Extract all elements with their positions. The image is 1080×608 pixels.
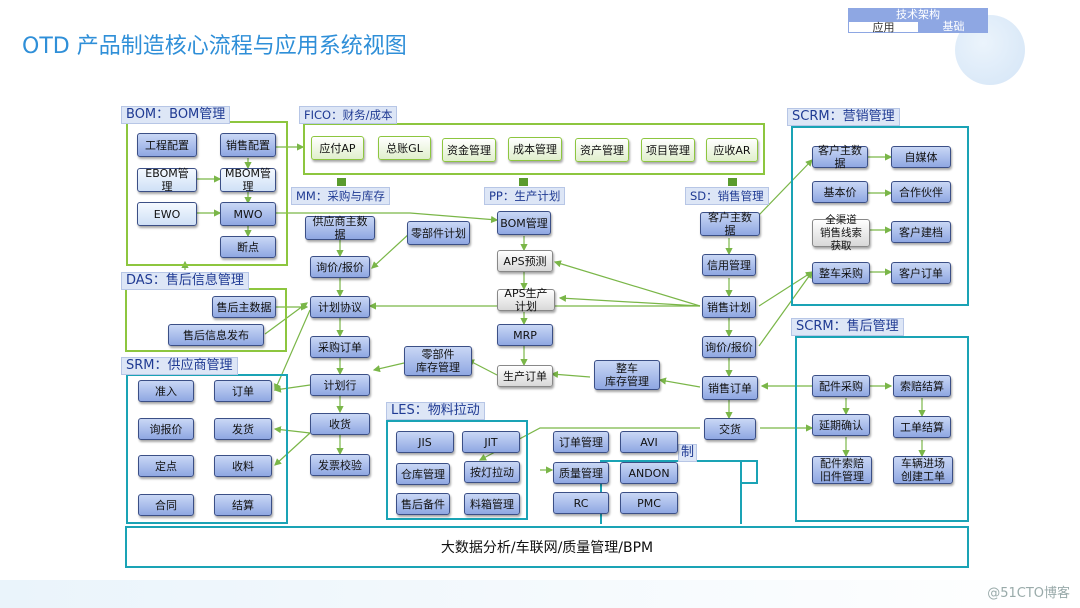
page-title: OTD 产品制造核心流程与应用系统视图 bbox=[22, 34, 407, 59]
node-purchase-order: 采购订单 bbox=[310, 336, 370, 358]
node-rc: RC bbox=[553, 492, 609, 514]
fico-module-panel bbox=[303, 123, 765, 175]
mm-module-title: MM：采购与库存 bbox=[291, 187, 390, 205]
node-workorder-settlement: 工单结算 bbox=[893, 416, 951, 438]
bottom-band bbox=[0, 580, 1080, 608]
node-srm-inquiry: 询报价 bbox=[138, 418, 194, 440]
node-supplier-master: 供应商主数据 bbox=[305, 215, 375, 241]
sd-module-title: SD：销售管理 bbox=[685, 187, 769, 205]
node-bin-management: 料箱管理 bbox=[464, 493, 520, 515]
node-cost: 成本管理 bbox=[508, 137, 562, 161]
node-receiving: 收料 bbox=[214, 455, 272, 477]
node-goods-receipt: 收货 bbox=[310, 413, 370, 435]
node-ar: 应收AR bbox=[706, 138, 758, 162]
scrm-sales-title: SCRM：营销管理 bbox=[787, 108, 900, 126]
node-customer-profile: 客户建档 bbox=[891, 221, 951, 243]
node-customer-order: 客户订单 bbox=[891, 262, 951, 284]
node-ebom: EBOM管理 bbox=[137, 167, 197, 193]
node-mrp: MRP bbox=[497, 324, 553, 346]
node-mm-inquiry: 询价/报价 bbox=[310, 256, 370, 278]
node-aps-forecast: APS预测 bbox=[497, 250, 553, 272]
scrm-service-panel bbox=[795, 336, 969, 522]
node-vehicle-checkin: 车辆进场 创建工单 bbox=[893, 456, 953, 484]
node-sd-inquiry: 询价/报价 bbox=[702, 336, 756, 358]
fico-module-title: FICO：财务/成本 bbox=[299, 106, 398, 124]
node-part-inventory: 零部件 库存管理 bbox=[404, 346, 472, 376]
node-avi: AVI bbox=[620, 431, 678, 453]
node-credit: 信用管理 bbox=[702, 254, 756, 276]
node-admission: 准入 bbox=[138, 380, 194, 402]
node-project: 项目管理 bbox=[641, 138, 695, 162]
mes-module-title: 制 bbox=[678, 444, 698, 462]
node-parts-purchase: 配件采购 bbox=[812, 375, 870, 397]
node-parts-claim: 配件索赔 旧件管理 bbox=[812, 456, 872, 484]
node-pp-bom: BOM管理 bbox=[497, 211, 551, 235]
scrm-service-title: SCRM：售后管理 bbox=[791, 318, 904, 336]
node-extension-confirm: 延期确认 bbox=[812, 414, 870, 436]
mes-module-edge bbox=[740, 460, 758, 484]
node-aftersales-master: 售后主数据 bbox=[212, 296, 276, 318]
les-module-panel bbox=[386, 420, 528, 520]
node-self-media: 自媒体 bbox=[891, 146, 951, 168]
node-schedule-agreement: 计划协议 bbox=[310, 296, 370, 318]
node-order-management: 订单管理 bbox=[553, 431, 609, 453]
architecture-legend: 技术架构 应用 基础 bbox=[848, 8, 988, 34]
node-engineering-config: 工程配置 bbox=[137, 133, 197, 157]
node-production-order: 生产订单 bbox=[497, 365, 553, 387]
legend-application: 应用 bbox=[848, 21, 919, 34]
node-sales-order: 销售订单 bbox=[702, 376, 758, 400]
node-shipping: 发货 bbox=[214, 418, 272, 440]
les-module-title: LES：物料拉动 bbox=[386, 402, 485, 420]
node-treasury: 资金管理 bbox=[442, 138, 496, 162]
node-jit: JIT bbox=[462, 431, 520, 453]
node-spare-parts: 售后备件 bbox=[396, 493, 450, 515]
node-jis: JIS bbox=[396, 431, 454, 453]
bom-module-title: BOM：BOM管理 bbox=[121, 106, 231, 124]
node-base-price: 基本价 bbox=[812, 181, 868, 203]
srm-module-title: SRM：供应商管理 bbox=[121, 357, 238, 375]
node-schedule-line: 计划行 bbox=[310, 374, 370, 396]
node-sourcing: 定点 bbox=[138, 455, 194, 477]
node-omnichannel-leads: 全渠道 销售线索获取 bbox=[812, 214, 870, 252]
node-breakpoint: 断点 bbox=[220, 236, 276, 258]
node-invoice-verify: 发票校验 bbox=[310, 454, 370, 476]
node-vehicle-inventory: 整车 库存管理 bbox=[594, 360, 660, 390]
node-pmc: PMC bbox=[620, 492, 678, 514]
platform-bar: 大数据分析/车联网/质量管理/BPM bbox=[125, 526, 969, 568]
node-srm-order: 订单 bbox=[214, 380, 272, 402]
scrm-sales-panel bbox=[791, 126, 969, 306]
node-sales-config: 销售配置 bbox=[220, 133, 276, 157]
node-sales-plan: 销售计划 bbox=[702, 296, 756, 318]
node-srm-settlement: 结算 bbox=[214, 494, 272, 516]
node-mbom: MBOM管理 bbox=[220, 167, 276, 193]
node-warehouse: 仓库管理 bbox=[396, 463, 450, 485]
pp-module-title: PP：生产计划 bbox=[484, 187, 566, 205]
node-part-plan: 零部件计划 bbox=[407, 221, 470, 245]
legend-header: 技术架构 bbox=[848, 8, 988, 21]
node-aps-plan: APS生产计划 bbox=[497, 287, 555, 313]
node-gl: 总账GL bbox=[378, 136, 431, 160]
node-aftersales-publish: 售后信息发布 bbox=[168, 324, 264, 346]
legend-infrastructure: 基础 bbox=[919, 21, 988, 33]
node-ewo: EWO bbox=[137, 202, 197, 226]
node-andon: ANDON bbox=[620, 462, 678, 484]
node-vehicle-purchase: 整车采购 bbox=[812, 262, 870, 284]
node-ap: 应付AP bbox=[311, 136, 364, 160]
node-asset: 资产管理 bbox=[575, 138, 629, 162]
node-sc-customer-master: 客户主数据 bbox=[812, 144, 868, 170]
srm-module-panel bbox=[126, 374, 288, 524]
node-sd-customer-master: 客户主数据 bbox=[700, 211, 760, 237]
node-mwo: MWO bbox=[220, 202, 276, 226]
node-partner: 合作伙伴 bbox=[891, 181, 951, 203]
node-quality: 质量管理 bbox=[553, 462, 609, 484]
watermark: @51CTO博客 bbox=[987, 586, 1070, 601]
node-contract: 合同 bbox=[138, 494, 194, 516]
das-module-title: DAS：售后信息管理 bbox=[121, 272, 249, 290]
node-claim-settlement: 索赔结算 bbox=[893, 375, 951, 397]
node-andon-pull: 按灯拉动 bbox=[464, 461, 520, 483]
node-delivery: 交货 bbox=[704, 418, 756, 440]
